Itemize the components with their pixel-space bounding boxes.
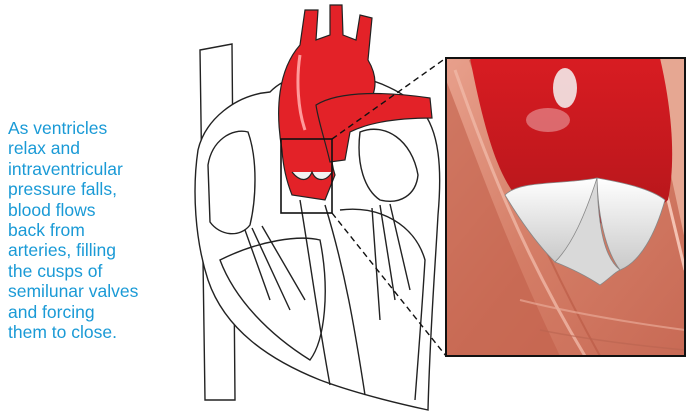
zoomed-valve-inset: [446, 58, 685, 356]
